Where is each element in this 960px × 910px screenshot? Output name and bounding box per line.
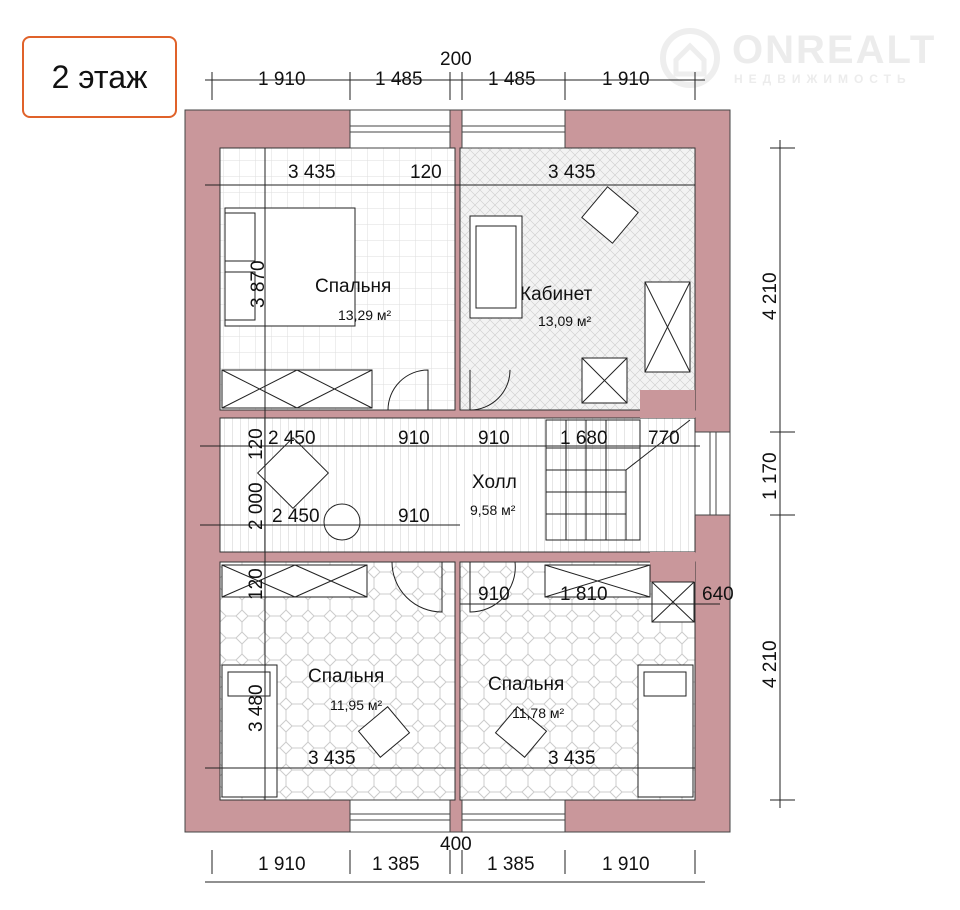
- dim-bedroom3-width: 3 435: [548, 748, 596, 769]
- dim-top-3: 200: [440, 49, 472, 70]
- dim-bottom-1: 1 910: [258, 854, 306, 875]
- dim-bedroom2-width: 3 435: [308, 748, 356, 769]
- dim-right-3: 4 210: [760, 640, 781, 688]
- dim-top-1: 1 910: [258, 69, 306, 90]
- house-logo-icon: [660, 28, 720, 88]
- room-area-hall: 9,58 м²: [470, 502, 516, 518]
- dim-hall-d: 1 680: [560, 428, 608, 449]
- dim-bedroom1-height: 3 870: [248, 260, 269, 308]
- dim-right-1: 4 210: [760, 272, 781, 320]
- room-name-bedroom-2: Спальня: [308, 666, 384, 687]
- dim-bedroom3-a: 910: [478, 584, 510, 605]
- room-area-office: 13,09 м²: [538, 313, 592, 329]
- dim-bedroom1-desk: 120: [410, 162, 442, 183]
- dim-hall-c: 910: [478, 428, 510, 449]
- floor-label: 2 этаж: [22, 36, 177, 118]
- dim-bedroom3-c: 640: [702, 584, 734, 605]
- dim-hall-b: 910: [398, 428, 430, 449]
- dim-hall-i: 910: [398, 506, 430, 527]
- furniture: [221, 186, 695, 798]
- room-name-office: Кабинет: [520, 284, 593, 305]
- dim-bottom-5: 1 910: [602, 854, 650, 875]
- dim-hall-a: 2 450: [268, 428, 316, 449]
- dim-top-2: 1 485: [375, 69, 423, 90]
- room-name-bedroom-3: Спальня: [488, 674, 564, 695]
- logo-name: ONREALT: [732, 28, 937, 72]
- room-name-hall: Холл: [472, 472, 517, 493]
- hall-floor: [219, 417, 696, 553]
- room-area-bedroom-2: 11,95 м²: [330, 697, 383, 713]
- dim-hall-f: 120: [246, 428, 267, 460]
- dim-top-4: 1 485: [488, 69, 536, 90]
- dim-bottom-3: 400: [440, 834, 472, 855]
- dim-office-width: 3 435: [548, 162, 596, 183]
- dim-bedroom1-width: 3 435: [288, 162, 336, 183]
- dim-bottom-2: 1 385: [372, 854, 420, 875]
- room-area-bedroom-1: 13,29 м²: [338, 307, 392, 323]
- logo-tagline: НЕДВИЖИМОСТЬ: [734, 72, 912, 86]
- dim-hall-g: 2 000: [246, 482, 267, 530]
- room-area-bedroom-3: 11,78 м²: [512, 705, 565, 721]
- dim-bedroom2-d: 120: [246, 568, 267, 600]
- dim-hall-h: 2 450: [272, 506, 320, 527]
- logo-watermark: ONREALT НЕДВИЖИМОСТЬ: [660, 28, 934, 93]
- dim-bedroom3-b: 1 810: [560, 584, 608, 605]
- dim-bedroom2-height: 3 480: [246, 684, 267, 732]
- windows: [349, 109, 731, 833]
- dim-hall-e: 770: [648, 428, 680, 449]
- room-name-bedroom-1: Спальня: [315, 276, 391, 297]
- dim-bottom-4: 1 385: [487, 854, 535, 875]
- dimension-lines: [200, 72, 795, 883]
- dim-top-5: 1 910: [602, 69, 650, 90]
- dim-right-2: 1 170: [760, 452, 781, 500]
